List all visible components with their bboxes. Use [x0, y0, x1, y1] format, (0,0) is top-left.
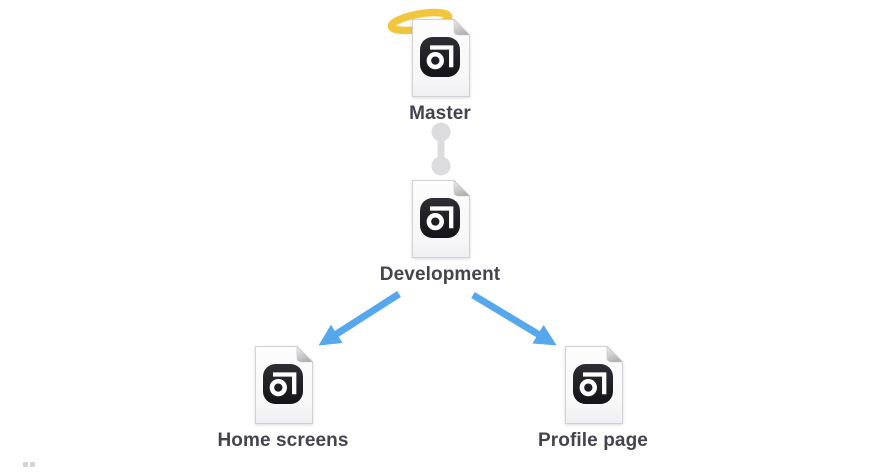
commit-link-icon	[431, 122, 451, 176]
arrow-to-profile-page	[471, 292, 557, 346]
node-label-home-screens: Home screens	[217, 430, 349, 451]
cropped-artifact	[23, 454, 37, 472]
node-label-master: Master	[409, 103, 471, 124]
node-home-screens: Home screens	[217, 345, 348, 451]
abstract-file-icon	[562, 345, 624, 425]
node-label-development: Development	[379, 264, 501, 285]
abstract-file-icon	[252, 345, 314, 425]
node-label-profile-page: Profile page	[538, 430, 648, 451]
node-profile-page: Profile page	[538, 345, 648, 451]
branch-diagram: Master Development Home screens	[23, 8, 648, 467]
abstract-file-icon	[409, 179, 471, 259]
node-development: Development	[380, 179, 500, 285]
arrow-to-home-screens	[318, 291, 401, 346]
abstract-file-icon	[409, 18, 471, 98]
node-master: Master	[409, 18, 471, 124]
